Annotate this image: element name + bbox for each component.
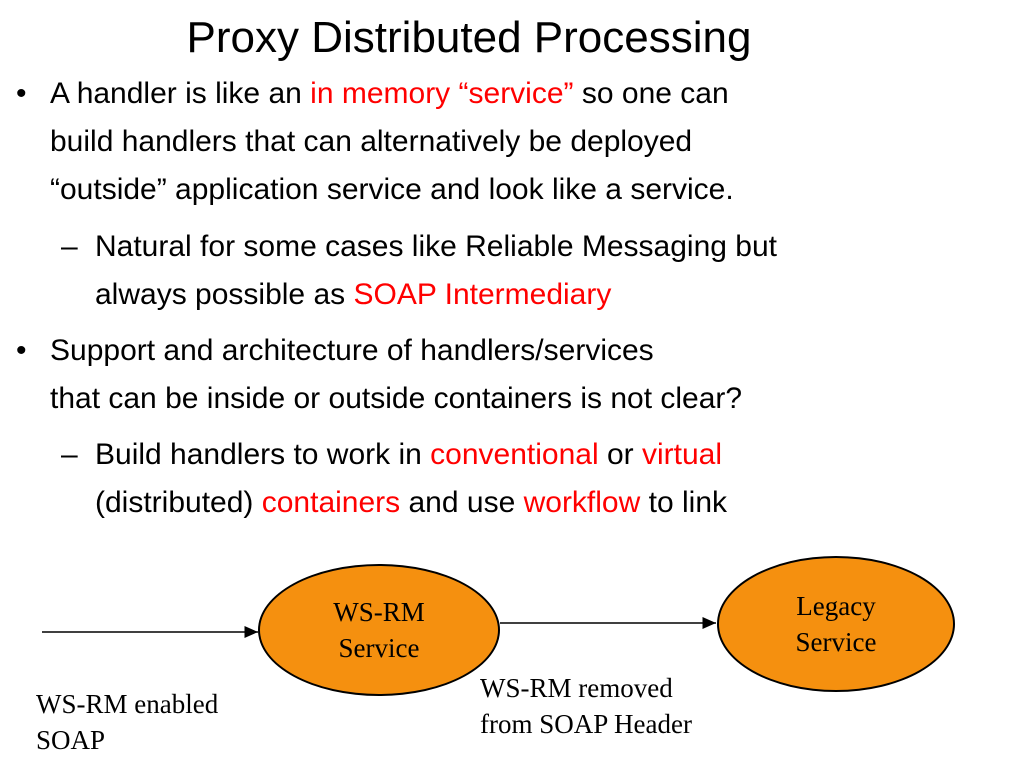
bullet-1-line-1: A handler is like an in memory “service”…: [50, 70, 1010, 118]
sub-bullet-2: – Build handlers to work in conventional…: [61, 431, 1015, 527]
node-label-line-2: Service: [795, 627, 877, 657]
bullet-2-line-1: Support and architecture of handlers/ser…: [50, 334, 654, 367]
slide-title: Proxy Distributed Processing: [186, 13, 752, 62]
text-run: so one can: [573, 77, 729, 110]
caption-line-2: SOAP: [36, 725, 106, 755]
node-label-line-1: WS-RM: [333, 597, 425, 627]
bullet-1: • A handler is like an in memory “servic…: [16, 70, 1010, 214]
wsrm-service-node: WS-RM Service: [258, 564, 500, 696]
text-run: and use: [400, 486, 524, 519]
legacy-service-node: Legacy Service: [717, 556, 955, 692]
node-label-line-1: Legacy: [796, 591, 876, 621]
bullet-1-line-2: build handlers that can alternatively be…: [50, 125, 693, 158]
bullet-2-line-2: that can be inside or outside containers…: [50, 382, 743, 415]
text-run: always possible as: [95, 278, 354, 311]
highlight-soap-intermediary: SOAP Intermediary: [353, 278, 612, 311]
dash-marker: –: [61, 230, 78, 263]
caption-line-1: WS-RM enabled: [36, 689, 219, 719]
sub-bullet-2-line-1: Build handlers to work in conventional o…: [95, 431, 1015, 479]
sub-bullet-2-line-2: (distributed) containers and use workflo…: [95, 479, 1015, 527]
text-run: Build handlers to work in: [95, 438, 431, 471]
highlight-virtual: virtual: [642, 438, 723, 471]
node-label-line-2: Service: [338, 633, 420, 663]
bullet-1-line-3: “outside” application service and look l…: [50, 173, 734, 206]
caption-wsrm-enabled-soap: WS-RM enabled SOAP: [36, 686, 218, 758]
dash-marker: –: [61, 438, 78, 471]
caption-wsrm-removed: WS-RM removed from SOAP Header: [480, 670, 692, 742]
highlight-workflow: workflow: [523, 486, 641, 519]
caption-line-2: from SOAP Header: [480, 709, 692, 739]
bullet-marker: •: [16, 334, 27, 367]
bullet-2: • Support and architecture of handlers/s…: [16, 327, 1010, 423]
text-run: or: [598, 438, 642, 471]
sub-bullet-1-line-2: always possible as SOAP Intermediary: [95, 271, 1015, 319]
highlight-conventional: conventional: [430, 438, 599, 471]
sub-bullet-1-line-1: Natural for some cases like Reliable Mes…: [95, 230, 777, 263]
text-run: A handler is like an: [50, 77, 311, 110]
text-run: to link: [640, 486, 728, 519]
highlight-containers: containers: [261, 486, 401, 519]
caption-line-1: WS-RM removed: [480, 673, 673, 703]
text-run: (distributed): [95, 486, 262, 519]
highlight-in-memory-service: in memory “service”: [310, 77, 574, 110]
bullet-marker: •: [16, 77, 27, 110]
sub-bullet-1: – Natural for some cases like Reliable M…: [61, 223, 1015, 319]
